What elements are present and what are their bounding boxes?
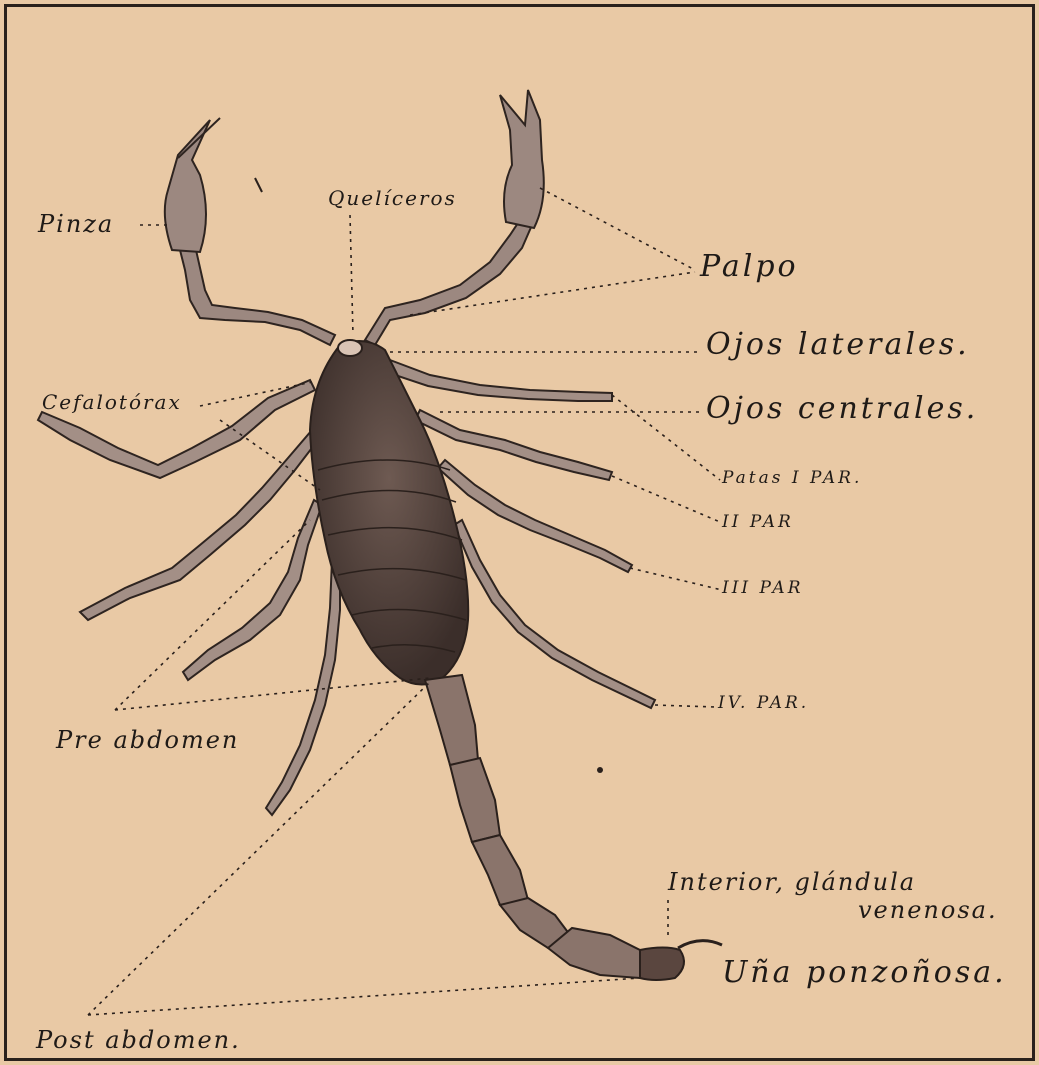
right-palp — [365, 90, 544, 345]
label-ojos-laterales: Ojos laterales. — [706, 330, 970, 360]
label-palpo: Palpo — [700, 252, 799, 282]
ink-mark — [255, 178, 262, 192]
label-venenosa: venenosa. — [858, 898, 998, 922]
label-iv-par: IV. PAR. — [718, 695, 809, 712]
label-patas-i-par: Patas I PAR. — [722, 470, 862, 487]
label-post-abdomen: Post abdomen. — [36, 1028, 241, 1052]
label-una-ponzonosa: Uña ponzoñosa. — [722, 958, 1007, 988]
ink-dot — [597, 767, 603, 773]
left-palp — [165, 118, 335, 345]
label-ii-par: II PAR — [722, 514, 794, 531]
label-cefalotorax: Cefalotórax — [42, 392, 182, 412]
scorpion-tail — [425, 675, 722, 980]
label-iii-par: III PAR — [722, 580, 804, 597]
label-queliceros: Quelíceros — [328, 188, 457, 208]
label-ojos-centrales: Ojos centrales. — [706, 394, 978, 424]
label-pre-abdomen: Pre abdomen — [56, 728, 239, 752]
label-interior-glandula: Interior, glándula — [668, 870, 916, 894]
label-pinza: Pinza — [38, 212, 114, 236]
